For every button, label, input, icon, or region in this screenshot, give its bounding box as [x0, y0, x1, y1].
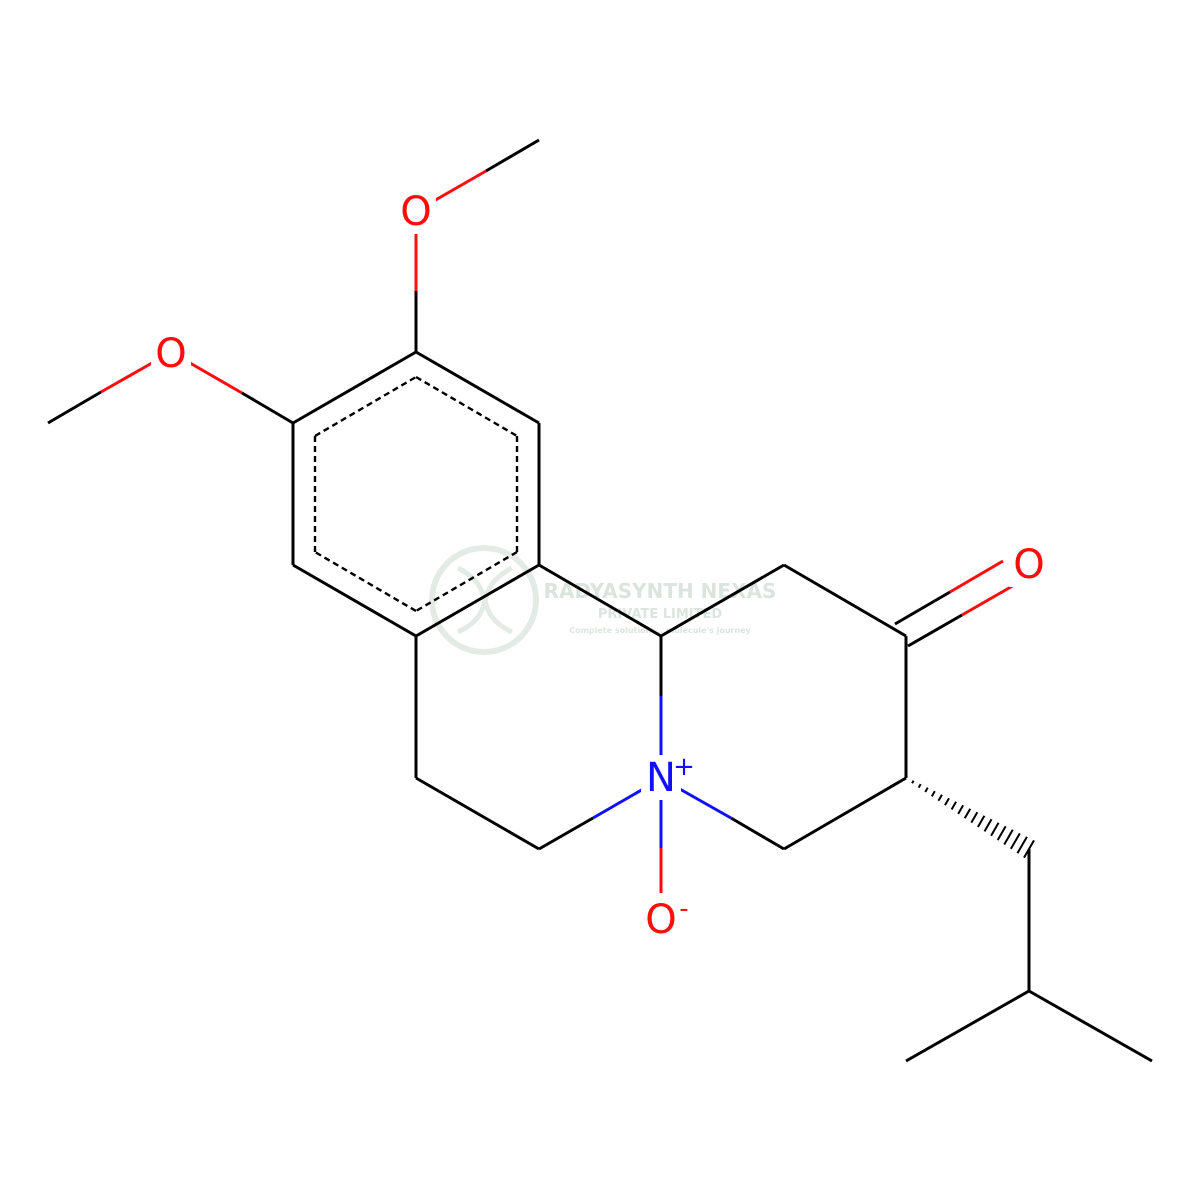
bond-ring-1 [415, 350, 540, 425]
bond-mid-3 [415, 776, 540, 851]
bond-right-5n [677, 786, 732, 820]
hash-line [983, 818, 993, 832]
atom-o-methoxy-top: O [400, 189, 431, 235]
bond-aro-1 [415, 375, 518, 438]
bond-mid-1 [538, 563, 662, 638]
hash-line [930, 790, 936, 797]
label-bg [641, 898, 681, 942]
hash-line [977, 815, 986, 828]
hash-line [937, 794, 943, 802]
hash-line [911, 780, 915, 784]
label-bg [1009, 543, 1049, 587]
stereo-hash-bond [911, 780, 1035, 859]
bond-aro-4 [314, 550, 417, 613]
hash-line [917, 783, 922, 789]
bond-mid-4n [592, 786, 646, 820]
bond-ketone-a-o [949, 559, 1004, 594]
hash-line [970, 811, 979, 824]
bond-mid-4 [538, 816, 594, 851]
bond-methyl-left [47, 390, 102, 425]
bond-ketone-b-o [961, 582, 1017, 617]
hash-line [1009, 832, 1021, 850]
bond-right-2 [783, 563, 907, 638]
watermark-logo-icon [429, 545, 539, 655]
atom-o-oxide: O [645, 897, 676, 943]
hash-line [944, 797, 950, 806]
atom-o-charge: - [679, 894, 688, 924]
watermark-tagline: Complete solution ... molecule's journey [569, 626, 751, 635]
hash-line [990, 822, 1000, 837]
bond-ring-4 [292, 563, 417, 638]
bond-right-4 [783, 776, 907, 851]
bond-ketone-a [894, 590, 951, 626]
bond-ketone-b [907, 613, 963, 648]
bond-isobutyl-3 [1028, 989, 1153, 1063]
bond-methyl-left-o [100, 361, 153, 394]
bond-right-5 [730, 816, 785, 851]
bond-methyl-top-o [431, 169, 487, 204]
label-bg [151, 332, 191, 376]
bond-o-left-ring-c [241, 391, 294, 425]
label-bg [396, 190, 436, 234]
bond-ring-6 [292, 350, 417, 425]
bond-right-1 [660, 563, 785, 638]
hash-line [1016, 836, 1028, 854]
hash-line [996, 825, 1007, 841]
hash-line [950, 801, 957, 811]
atom-o-methoxy-left: O [155, 331, 186, 377]
atom-n-charge: + [673, 752, 695, 782]
hash-line [957, 804, 965, 815]
atom-o-ketone: O [1013, 542, 1044, 588]
hash-line [1003, 829, 1014, 846]
label-bg [641, 756, 681, 800]
bond-ring-3 [415, 563, 540, 638]
bond-isobutyl-2 [905, 989, 1030, 1063]
watermark-dna-icon [456, 565, 514, 635]
bond-methyl-top [485, 138, 540, 173]
hash-line [924, 787, 929, 793]
bond-o-left-ring-o [189, 361, 243, 395]
bond-aro-6 [314, 375, 417, 438]
atom-n-oxide: N [646, 755, 676, 801]
hash-line [963, 808, 972, 819]
